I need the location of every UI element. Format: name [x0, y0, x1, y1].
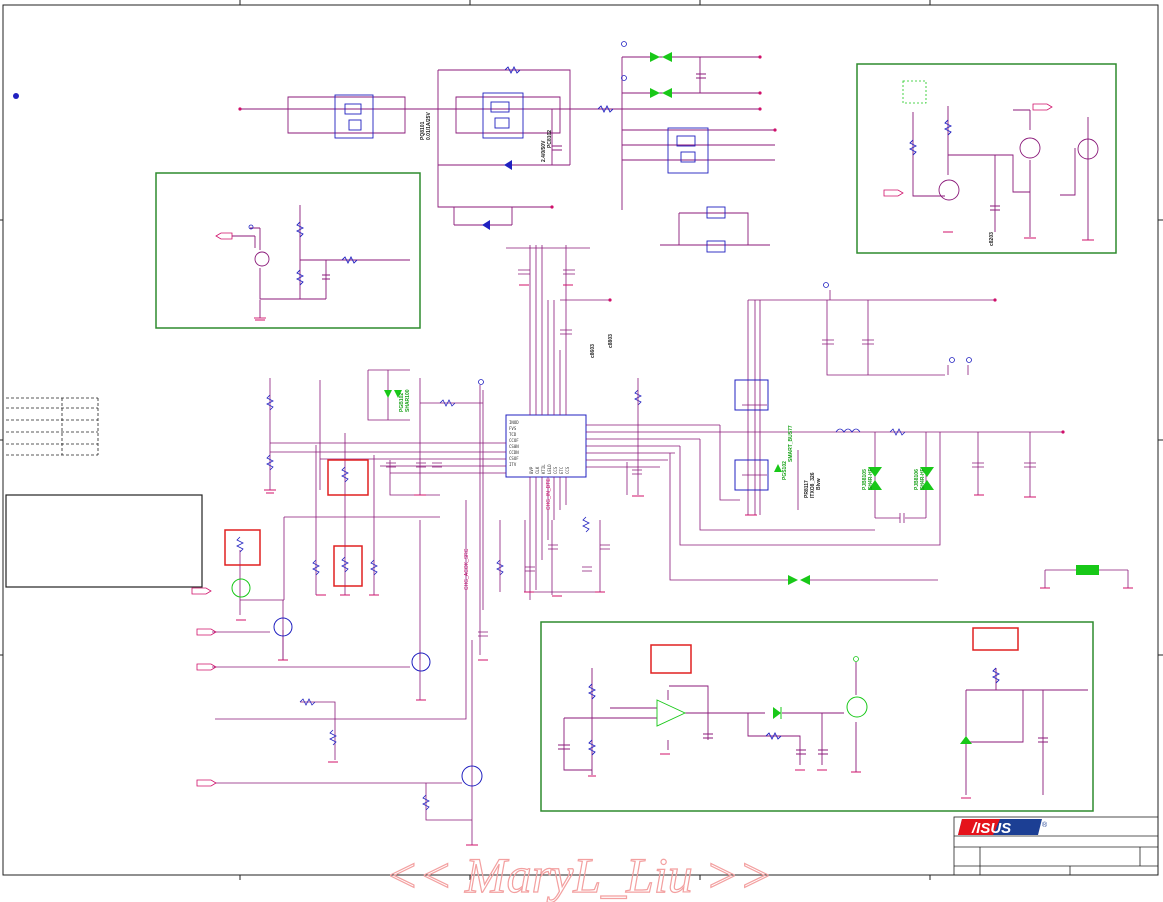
right-power-stage	[669, 290, 1063, 581]
resistor-pair	[706, 206, 726, 253]
title-block	[953, 816, 1159, 876]
pq-top-label-c: 2.4/0/50V	[541, 140, 547, 162]
bottom-left-drivers	[212, 500, 473, 845]
diode-ref-d: SH4R-HF	[920, 468, 926, 490]
svg-text:FVS: FVS	[509, 426, 517, 431]
asus-logo: /ISUS ®	[958, 819, 1048, 837]
bus-mid-label: CHG_IN_DTE	[546, 478, 552, 510]
svg-text:CS0N: CS0N	[509, 444, 519, 449]
sw-ref-a: PGS102	[782, 461, 788, 480]
svg-text:TCD: TCD	[509, 432, 517, 437]
top-diodes	[650, 52, 672, 98]
logo-text: /ISUS	[971, 820, 1011, 837]
svg-text:ETC: ETC	[559, 466, 564, 474]
svg-text:CCS: CCS	[565, 466, 570, 474]
svg-text:BVP: BVP	[529, 466, 534, 474]
led-ref-a: PGB102	[399, 393, 405, 412]
legend-table	[6, 397, 99, 456]
terminal-center	[478, 379, 484, 385]
red-box-3	[333, 545, 363, 587]
svg-text:LELD: LELD	[547, 464, 552, 474]
bottom-left-mosfets	[273, 617, 483, 787]
sw-ref-b: SMART_BUS77	[788, 425, 794, 462]
note-box	[5, 494, 203, 588]
led-ref-b: SHAR100	[405, 389, 411, 412]
right-diodes	[774, 464, 934, 585]
top-power-path	[240, 56, 775, 246]
left-leds: PGB102 SHAR100	[384, 389, 411, 412]
pq-top-label-a: PQ8101	[420, 121, 426, 140]
cap-right-ref: c8203	[989, 232, 995, 246]
right-pin-dots	[608, 298, 1065, 434]
block-right-top: c8203	[856, 63, 1117, 254]
top-blue-diodes	[482, 160, 512, 230]
top-mosfets	[334, 92, 709, 174]
red-box-1	[327, 459, 369, 496]
sheet-frame	[0, 0, 1163, 880]
cap-center-ref: c8803	[608, 334, 614, 348]
block-left-sense	[155, 172, 421, 329]
block-bottom-amp	[540, 621, 1094, 812]
ind-ref-b: ITXO8_326	[810, 472, 816, 498]
right-mosfets	[734, 379, 769, 491]
pq-top-label-b: 0.01/1A/25V	[426, 112, 432, 140]
svg-text:KTIL: KTIL	[541, 464, 546, 474]
ic-bottom-pins: BVP CLK KTIL LELD CCS ETC CCS	[529, 464, 570, 474]
ground-symbols	[236, 231, 1133, 846]
pq-top-label-d: PC8102	[547, 130, 553, 148]
right-terminals	[823, 282, 972, 363]
red-highlight-boxes-left	[224, 459, 369, 587]
red-box-bottom-2	[972, 627, 1019, 651]
svg-text:CSOF: CSOF	[509, 456, 519, 461]
fuse-right	[1044, 565, 1129, 588]
red-box-bottom-1	[650, 644, 692, 674]
svg-text:CCS: CCS	[553, 466, 558, 474]
svg-text:CCDN: CCDN	[509, 450, 519, 455]
ic-left-pins: INOD FVS TCD CCOF CS0N CCDN CSOF ITV	[509, 420, 519, 467]
charger-ic: c8803 CHG_ACOK_SRC CHG_IN_DTE	[270, 245, 760, 600]
registered-mark: ®	[1042, 821, 1048, 829]
diode-ref-a: PJB8105	[862, 469, 868, 490]
left-network	[239, 369, 642, 660]
green-mosfet-left	[231, 578, 251, 598]
left-resistors-in-boxes	[236, 466, 349, 573]
sheet-origin-dot	[13, 93, 19, 99]
svg-text:CCOF: CCOF	[509, 438, 519, 443]
bus-left-label: CHG_ACOK_SRC	[464, 548, 470, 590]
red-box-2	[224, 529, 261, 566]
ind-ref: PR8117	[804, 480, 810, 498]
watermark-text: << MaryL_Liu >>	[385, 847, 773, 902]
cap-mid-ref: c8603	[590, 344, 596, 358]
top-terminals	[621, 41, 627, 81]
diode-ref-b: SH4R-HF	[868, 468, 874, 490]
svg-text:CLK: CLK	[535, 466, 540, 474]
input-connectors	[191, 587, 217, 787]
diode-ref-c: PJB8106	[914, 469, 920, 490]
ind-ref-c: Blvw	[816, 478, 822, 490]
svg-text:ITV: ITV	[509, 462, 517, 467]
svg-text:INOD: INOD	[509, 420, 519, 425]
top-pin-dots	[238, 55, 777, 209]
